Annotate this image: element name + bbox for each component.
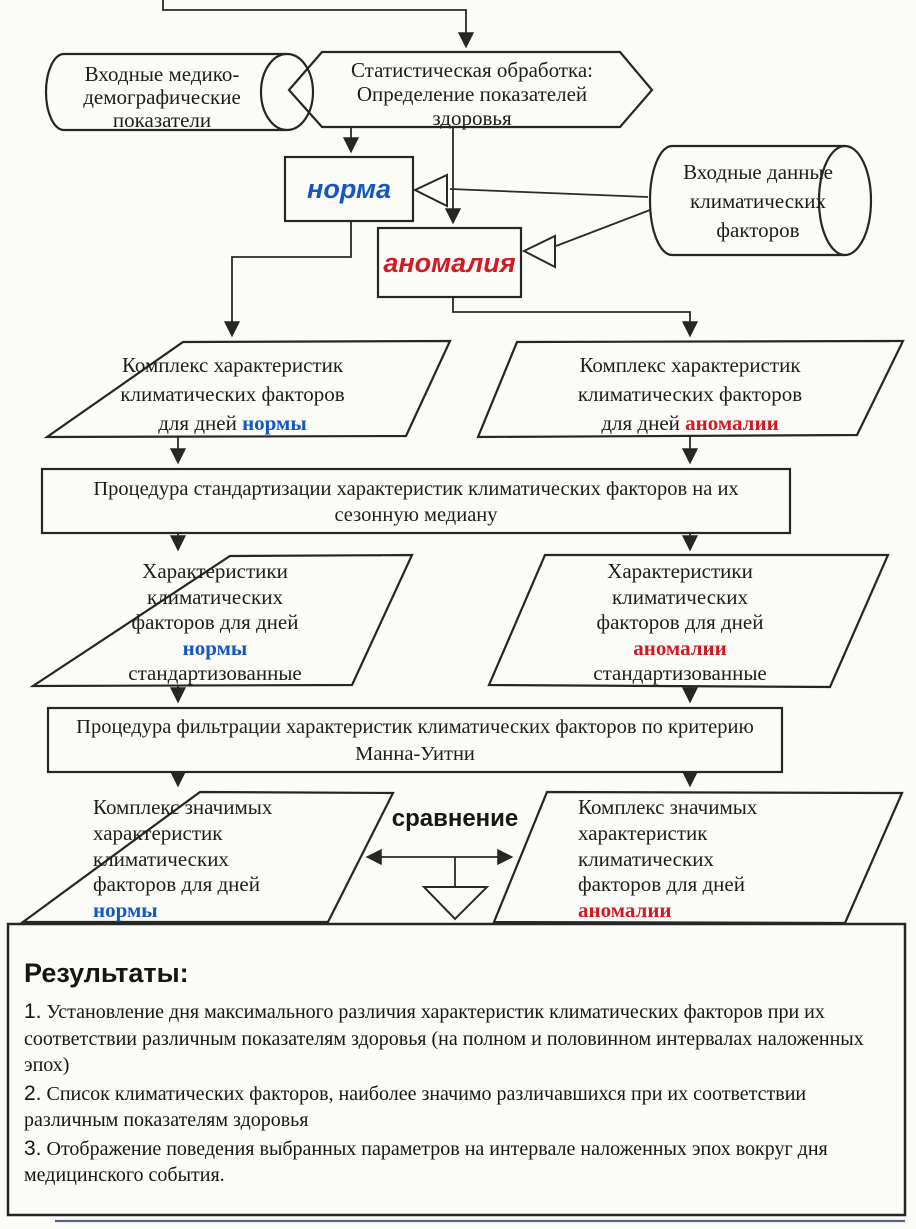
std-norma-parallelogram-shape <box>29 553 414 688</box>
text-line: характеристик <box>93 820 223 845</box>
text-line: Комплекс характеристик <box>579 353 801 377</box>
anomaly-box-shape <box>376 226 523 299</box>
text-line: Входные медико- <box>84 62 240 86</box>
text-line: Комплекс значимых <box>93 795 273 819</box>
text-line: здоровья <box>432 106 512 130</box>
item-text: Установление дня максимального различия … <box>24 1001 864 1076</box>
text-line: климатических <box>612 584 748 609</box>
results-box-shape <box>6 922 907 1217</box>
climate-input-cylinder-shape <box>648 144 845 257</box>
text-line: Процедура стандартизации характеристик к… <box>93 478 739 500</box>
climate-input-cylinder-endcap <box>817 144 873 257</box>
text-line: факторов <box>716 218 800 242</box>
complex-anomaly-parallelogram: Комплекс характеристик климатических фак… <box>540 351 840 438</box>
text-line: Статистическая обработка: <box>350 58 594 82</box>
item-text: Отображение поведения выбранных параметр… <box>24 1137 828 1187</box>
norma-box: норма <box>285 157 413 221</box>
norma-keyword: нормы <box>182 635 248 660</box>
text-line: Комплекс значимых <box>578 795 758 819</box>
text-line: для дней нормы <box>158 411 307 435</box>
results-item: 2. Список климатических факторов, наибол… <box>24 1081 869 1134</box>
std-anomaly-parallelogram-shape <box>487 553 890 689</box>
anomaly-label: аномалия <box>383 247 516 278</box>
connectors <box>162 0 699 886</box>
norma-to-complex-arrow <box>223 221 352 338</box>
statistical-processing-hexagon: Статистическая обработка: Определение по… <box>312 58 632 130</box>
signif-norma-parallelogram: Комплекс значимых характеристик климатич… <box>93 795 358 924</box>
text-line: Процедура фильтрации характеристик клима… <box>76 716 754 738</box>
text-line: сезонную медиану <box>334 504 498 526</box>
norma-keyword: нормы <box>93 898 158 923</box>
filtering-rect: Процедура фильтрации характеристик клима… <box>60 714 770 768</box>
top-feedback-connector <box>162 0 475 49</box>
text-line: Определение показателей <box>356 82 588 106</box>
text-line: климатических факторов <box>120 382 345 406</box>
text-line: стандартизованные <box>593 661 767 685</box>
item-number: 2. <box>24 1081 42 1105</box>
medical-input-cylinder-shape <box>44 52 287 132</box>
open-arrowhead-into-results <box>421 886 490 921</box>
text-line: климатических <box>93 846 229 871</box>
text-line: факторов для дней <box>131 610 299 634</box>
medical-input-cylinder: Входные медико- демографические показате… <box>52 63 272 132</box>
std-norma-parallelogram: Характеристики климатических факторов дл… <box>60 559 370 687</box>
text-line: характеристик <box>578 820 708 845</box>
results-item: 1. Установление дня максимального различ… <box>24 999 869 1079</box>
item-text: Список климатических факторов, наиболее … <box>24 1082 807 1132</box>
standardization-rect-shape <box>40 467 792 535</box>
norma-box-shape <box>283 155 415 223</box>
statistical-processing-hexagon-shape <box>287 50 654 129</box>
medical-input-cylinder-endcap <box>259 52 315 132</box>
text-line: Манна-Уитни <box>355 743 475 765</box>
filtering-rect-shape <box>46 706 784 774</box>
anomaly-keyword: аномалии <box>685 411 779 435</box>
text-line: Характеристики <box>607 559 753 583</box>
text-line: Комплекс характеристик <box>121 353 344 377</box>
results-item: 3. Отображение поведения выбранных парам… <box>24 1136 869 1189</box>
anomaly-keyword: аномалии <box>578 898 672 923</box>
anomaly-box: аномалия <box>378 228 521 297</box>
complex-anomaly-parallelogram-shape <box>476 339 905 439</box>
climate-input-cylinder: Входные данные климатических факторов <box>663 158 853 245</box>
standardization-rect: Процедура стандартизации характеристик к… <box>55 476 777 528</box>
text-line: Характеристики <box>142 559 288 583</box>
text-line: Входные данные <box>683 160 833 184</box>
signif-norma-parallelogram-shape <box>19 790 395 924</box>
std-anomaly-parallelogram: Характеристики климатических факторов дл… <box>525 559 835 687</box>
text-line: стандартизованные <box>128 661 302 685</box>
results-title: Результаты: <box>24 958 189 988</box>
norma-keyword: нормы <box>242 411 307 435</box>
text-line: для дней аномалии <box>601 411 779 435</box>
text-line: демографические <box>83 85 241 109</box>
text-line: климатических факторов <box>577 382 803 406</box>
text-line: факторов для дней <box>93 872 260 897</box>
text-line: климатических <box>578 846 714 871</box>
anomaly-keyword: аномалии <box>633 635 727 660</box>
complex-norma-parallelogram: Комплекс характеристик климатических фак… <box>85 351 380 438</box>
climate-to-anomaly-line <box>555 209 651 247</box>
text-line: показатели <box>112 108 212 132</box>
text-line: факторов для дней <box>596 610 764 634</box>
item-number: 3. <box>24 1136 42 1160</box>
complex-norma-parallelogram-shape <box>43 339 452 439</box>
text-line: факторов для дней <box>578 872 745 897</box>
text-line: климатических <box>147 584 283 609</box>
results-box: Результаты: 1. Установление дня максимал… <box>24 952 869 1191</box>
signif-anomaly-parallelogram: Комплекс значимых характеристик климатич… <box>578 795 853 924</box>
open-arrowhead-into-anomaly <box>521 234 556 269</box>
anomaly-to-complex-arrow <box>452 297 699 338</box>
comparison-label: сравнение <box>391 805 519 832</box>
text-line: климатических <box>690 189 826 213</box>
climate-to-norma-line <box>449 188 649 198</box>
open-arrowhead-into-norma <box>412 173 448 208</box>
norma-label: норма <box>307 174 391 204</box>
item-number: 1. <box>24 1000 42 1023</box>
